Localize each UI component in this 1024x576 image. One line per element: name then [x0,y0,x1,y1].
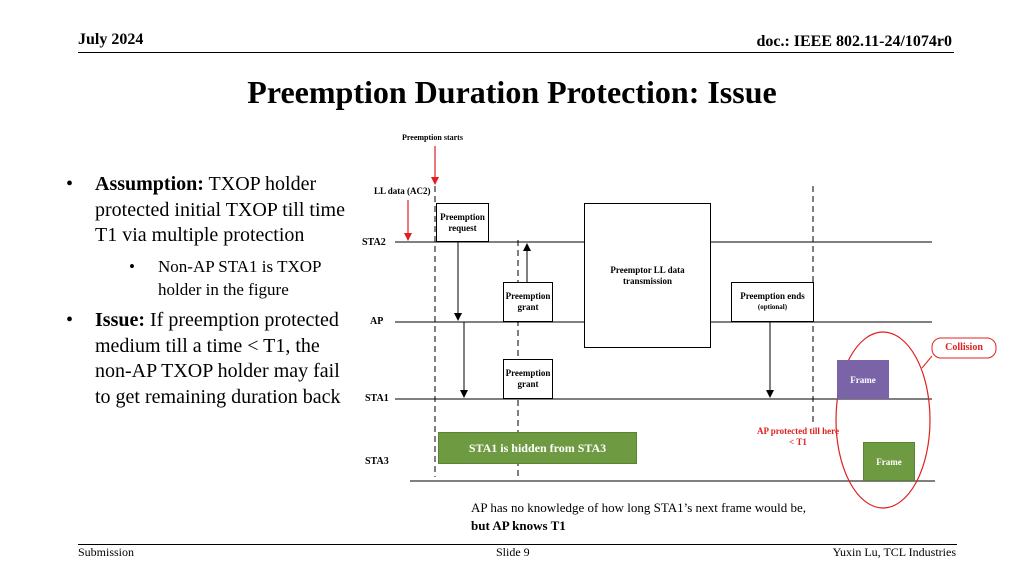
collision-ellipse [835,331,931,509]
ap-knowledge-note: AP has no knowledge of how long STA1’s n… [471,499,891,535]
sub-bullet-text: Non-AP STA1 is TXOP holder in the figure [158,256,321,300]
row-label-sta1: STA1 [365,393,389,404]
collision-label-box [931,337,997,359]
footer-author: Yuxin Lu, TCL Industries [832,545,956,559]
preemptor-ll-data-box: Preemptor LL data transmission [584,203,711,348]
footer-slide-number: Slide 9 [496,545,530,559]
ll-data-label: LL data (AC2) [374,186,431,196]
bullet-issue-text: If preemption protected medium till a ti… [95,308,341,408]
preemption-grant-sta1-box: Preemption grant [503,359,553,399]
row-label-sta2: STA2 [362,237,386,248]
frame-sta3-box: Frame [863,442,915,481]
footer-divider [78,544,957,545]
note-line2: but AP knows T1 [471,518,566,533]
row-label-sta3: STA3 [365,456,389,467]
row-label-ap: AP [370,316,384,327]
sub-bullet-sta1: • Non-AP STA1 is TXOP holder in the figu… [60,255,360,302]
frame-sta1-box: Frame [837,360,889,399]
bullet-dot: • [66,173,74,195]
slide-title: Preemption Duration Protection: Issue [247,74,777,110]
header-doc-id: doc.: IEEE 802.11-24/1074r0 [756,33,952,50]
bullet-assumption-text: TXOP holder protected initial TXOP till … [95,173,345,247]
note-line1: AP has no knowledge of how long STA1’s n… [471,500,806,515]
bullet-assumption-bold: Assumption: [95,173,204,195]
bullet-issue-bold: Issue: [95,308,146,331]
ap-protected-line1: AP protected till here [757,426,839,436]
preemption-ends-label: Preemption ends [740,291,805,301]
preemption-starts-label: Preemption starts [402,133,463,142]
bullet-dot: • [66,308,74,331]
ap-protected-label: AP protected till here < T1 [748,426,848,448]
header-date: July 2024 [78,31,144,48]
header-divider [78,52,954,53]
preemption-grant-ap-box: Preemption grant [503,282,553,322]
preemption-ends-box: Preemption ends (optional) [731,282,814,322]
bullet-issue: • Issue: If preemption protected medium … [60,308,360,410]
hidden-node-banner: STA1 is hidden from STA3 [438,432,637,464]
optional-label: (optional) [757,303,788,311]
collision-label: Collision [945,342,983,353]
ap-protected-line2: < T1 [789,437,807,447]
collision-pointer [921,355,933,369]
footer-submission: Submission [78,545,135,559]
bullet-dot: • [129,256,135,276]
bullet-list: • Assumption: TXOP holder protected init… [60,172,360,410]
bullet-assumption: • Assumption: TXOP holder protected init… [60,172,360,249]
preemption-request-box: Preemption request [436,203,489,242]
